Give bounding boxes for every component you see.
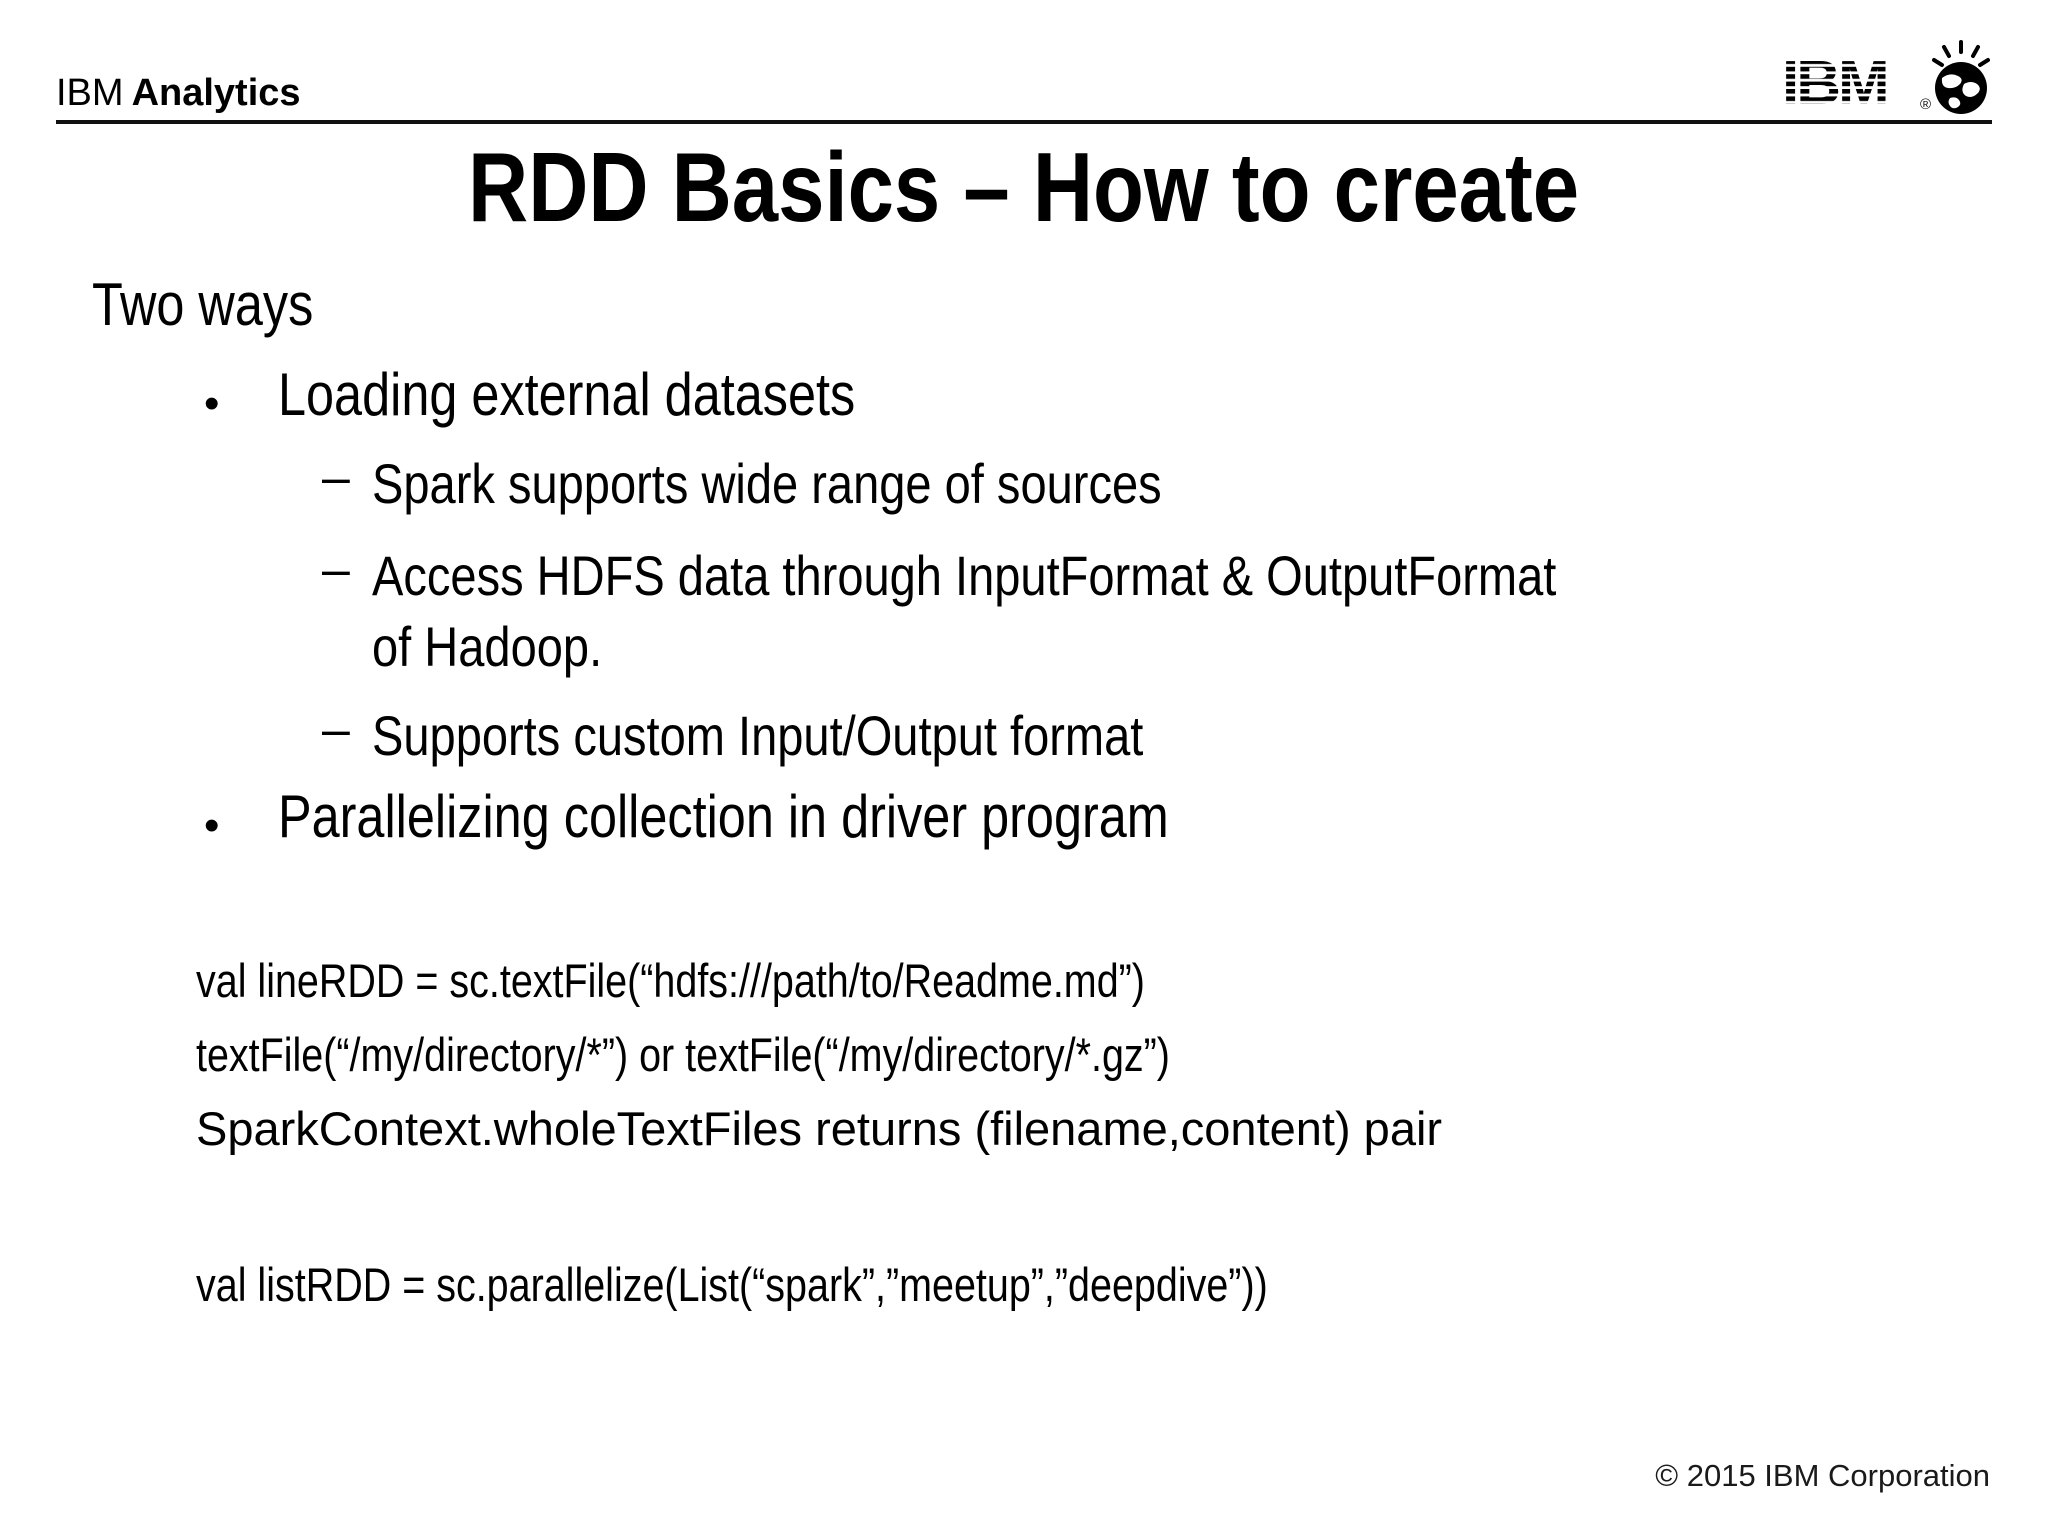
ibm-logo-block: IBM ® <box>1782 40 1992 120</box>
sub-bullet-3: Supports custom Input/Output format <box>372 704 1144 767</box>
registered-trademark: ® <box>1920 96 1932 113</box>
copyright-notice: © 2015 IBM Corporation <box>1655 1458 1990 1493</box>
code-line-2: textFile(“/my/directory/*”) or textFile(… <box>196 1028 1170 1081</box>
dash-marker: – <box>322 449 350 505</box>
dash-marker: – <box>322 701 350 757</box>
bullet-marker: • <box>204 801 220 850</box>
smarter-planet-globe-icon <box>1932 40 1990 114</box>
svg-text:IBM: IBM <box>1782 52 1887 114</box>
brand-analytics: Analytics <box>131 72 301 114</box>
page-title-text: RDD Basics – How to create <box>468 132 1580 242</box>
sub-bullet-2: Access HDFS data through InputFormat & O… <box>372 544 1557 678</box>
code-line-3: SparkContext.wholeTextFiles returns (fil… <box>196 1102 1443 1155</box>
code-line-1: val lineRDD = sc.textFile(“hdfs:///path/… <box>196 954 1145 1007</box>
bullet-item-1: Loading external datasets <box>278 361 856 428</box>
sub-bullet-1: Spark supports wide range of sources <box>372 452 1162 515</box>
header-divider <box>56 120 1992 124</box>
ibm-8bar-logo-icon: IBM <box>1782 52 1890 114</box>
bullet-marker: • <box>204 379 220 428</box>
intro-line: Two ways <box>92 271 314 338</box>
brand-ibm: IBM <box>56 72 124 114</box>
dash-marker: – <box>322 541 350 597</box>
page-title: RDD Basics – How to create <box>0 136 2048 239</box>
code-line-4: val listRDD = sc.parallelize(List(“spark… <box>196 1258 1268 1311</box>
bullet-item-2: Parallelizing collection in driver progr… <box>278 783 1169 850</box>
